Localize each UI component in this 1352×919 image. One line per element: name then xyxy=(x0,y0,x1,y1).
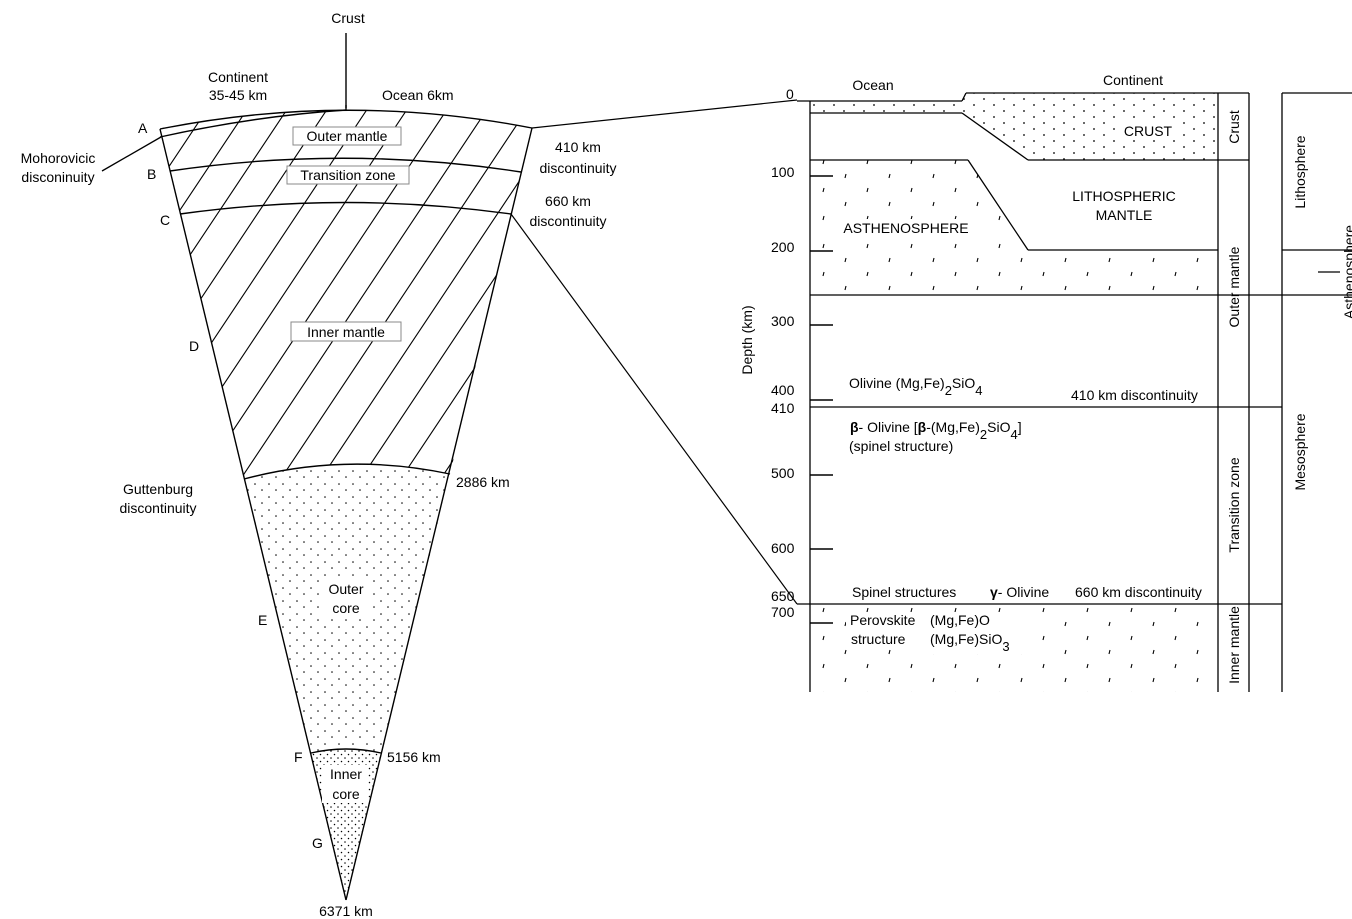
perovskite-label-1: Perovskite xyxy=(850,612,916,628)
letter-e: E xyxy=(258,612,267,628)
d6371-label: 6371 km xyxy=(319,903,373,919)
inner-mantle-label: Inner mantle xyxy=(307,324,385,340)
tick-500: 500 xyxy=(771,465,795,481)
gutenberg-line xyxy=(243,463,451,480)
tick-200: 200 xyxy=(771,239,795,255)
gutenberg-label-2: discontinuity xyxy=(119,500,196,516)
inner-core-label-2: core xyxy=(332,786,359,802)
section-continent-label: Continent xyxy=(1103,72,1163,88)
continental-crust xyxy=(159,105,347,138)
inner-core-label-1: Inner xyxy=(330,766,362,782)
col-mesosphere-label: Mesosphere xyxy=(1292,413,1308,490)
letter-c: C xyxy=(160,212,170,228)
col-crust-label: Crust xyxy=(1226,110,1242,144)
moho-label-1: Mohorovicic xyxy=(21,150,96,166)
d660-section-label: 660 km discontinuity xyxy=(1075,584,1202,600)
moho-pointer xyxy=(101,136,162,172)
col-outer-mantle-label: Outer mantle xyxy=(1226,246,1242,327)
tick-700: 700 xyxy=(771,604,795,620)
letter-d: D xyxy=(189,338,199,354)
d660-label-1: 660 km xyxy=(545,193,591,209)
tick-100: 100 xyxy=(771,164,795,180)
outer-core-label-2: core xyxy=(332,600,359,616)
spinel-structure-note: (spinel structure) xyxy=(849,438,953,454)
earth-wedge: Outer mantle Transition zone Inner mantl… xyxy=(21,10,617,919)
d410-section-label: 410 km discontinuity xyxy=(1071,387,1198,403)
d2886-label: 2886 km xyxy=(456,474,510,490)
ocean-crust-fill xyxy=(810,101,962,113)
connector-bottom xyxy=(510,213,798,605)
tick-0: 0 xyxy=(786,86,794,102)
ocean-depth-label: Ocean 6km xyxy=(382,87,454,103)
d660-label-2: discontinuity xyxy=(529,213,606,229)
crust-label: CRUST xyxy=(1124,123,1173,139)
inner-core-boundary xyxy=(310,748,382,754)
depth-section: 0 100 200 300 400 410 500 600 650 700 De… xyxy=(739,72,1352,692)
discontinuity-410-line xyxy=(169,157,522,173)
mantle-region xyxy=(160,110,532,479)
perovskite-label-2: structure xyxy=(851,631,906,647)
outer-mantle-label: Outer mantle xyxy=(307,128,388,144)
gutenberg-label-1: Guttenburg xyxy=(123,481,193,497)
letter-a: A xyxy=(138,120,148,136)
col-lithosphere-label: Lithosphere xyxy=(1292,135,1308,208)
connector-top xyxy=(531,99,798,129)
continent-label: Continent xyxy=(208,69,268,85)
letter-f: F xyxy=(294,749,303,765)
moho-label-2: disconinuity xyxy=(21,169,94,185)
mgfesio3-label: (Mg,Fe)SiO3 xyxy=(930,631,1010,654)
col-asthenosphere-label: Asthenosphere xyxy=(1341,225,1352,319)
olivine-label: Olivine (Mg,Fe)2SiO4 xyxy=(849,375,983,398)
depth-ticks xyxy=(810,175,833,624)
transition-zone-label: Transition zone xyxy=(300,167,395,183)
tick-400: 400 xyxy=(771,382,795,398)
letter-b: B xyxy=(147,166,156,182)
section-ocean-label: Ocean xyxy=(852,77,893,93)
depth-axis-title: Depth (km) xyxy=(739,305,755,374)
discontinuity-660-line xyxy=(179,201,512,215)
tick-300: 300 xyxy=(771,313,795,329)
mgfeo-label: (Mg,Fe)O xyxy=(930,612,990,628)
col-transition-zone-label: Transition zone xyxy=(1226,457,1242,552)
continental-crust-fill xyxy=(962,93,1218,160)
lith-mantle-label-2: MANTLE xyxy=(1096,207,1153,223)
lith-mantle-label-1: LITHOSPHERIC xyxy=(1072,188,1175,204)
crust-top-label: Crust xyxy=(331,10,365,26)
d410-label-2: discontinuity xyxy=(539,160,616,176)
d5156-label: 5156 km xyxy=(387,749,441,765)
wedge-right-edge xyxy=(345,127,533,901)
wedge-left-edge xyxy=(159,128,347,901)
gamma-olivine-label: γ- Olivine xyxy=(990,584,1049,600)
tick-600: 600 xyxy=(771,540,795,556)
outer-core-label-1: Outer xyxy=(328,581,363,597)
tick-650: 650 xyxy=(771,588,795,604)
asthenosphere-fill xyxy=(813,160,1218,295)
col-inner-mantle-label: Inner mantle xyxy=(1226,606,1242,684)
tick-410: 410 xyxy=(771,400,795,416)
asthenosphere-label: ASTHENOSPHERE xyxy=(843,220,968,236)
letter-g: G xyxy=(312,835,323,851)
beta-olivine-label: β- Olivine [β-(Mg,Fe)2SiO4] xyxy=(850,419,1022,442)
d410-label-1: 410 km xyxy=(555,139,601,155)
spinel-structures-label: Spinel structures xyxy=(852,584,956,600)
continent-depth-label: 35-45 km xyxy=(209,87,267,103)
